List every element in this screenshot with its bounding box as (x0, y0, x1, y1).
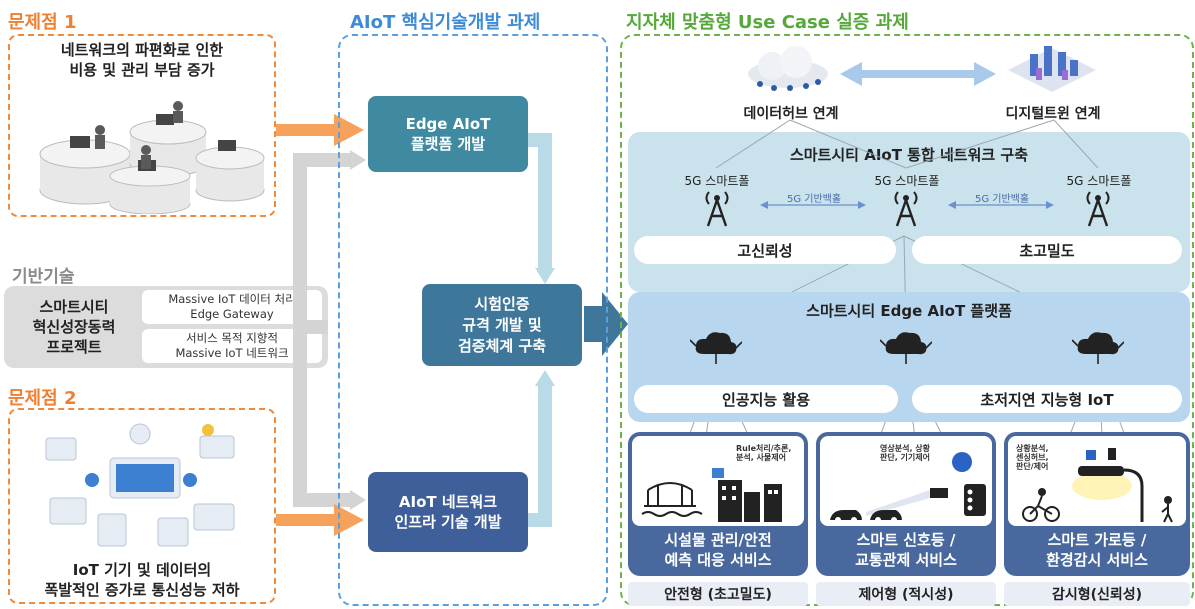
cloud-network-icon-1 (690, 332, 742, 364)
svc3-note-line3: 판단/제어 (1016, 462, 1049, 471)
problem2-text: IoT 기기 및 데이터의 폭발적인 증가로 통신성능 저하 (10, 560, 274, 600)
network-box-line2: 인프라 기술 개발 (394, 513, 502, 531)
svc1-label-line1: 시설물 관리/안전 (664, 531, 772, 549)
pill-ai: 인공지능 활용 (634, 385, 898, 413)
svc3-note-line2: 센싱허브, (1016, 453, 1049, 462)
smart-pole-label-2: 5G 스마트폴 (874, 174, 940, 188)
digital-twin-city-icon (1008, 46, 1096, 92)
iot-devices-illustration (45, 423, 235, 547)
problem2-text-line2: 폭발적인 증가로 통신성능 저하 (44, 581, 240, 599)
antenna-tower-icon-2 (894, 191, 918, 227)
backhaul-label-1: 5G 기반백홀 (786, 194, 842, 205)
edge-box-line2: 플랫폼 개발 (410, 135, 486, 153)
edge-box-line1: Edge AIoT (405, 115, 491, 133)
problem2-box: IoT 기기 및 데이터의 폭발적인 증가로 통신성능 저하 (8, 408, 276, 604)
svc1-note-line2: 분석, 사물제어 (736, 453, 786, 462)
service-box-traffic: 영상분석, 상황 판단, 기기제어 스마트 신호등 / 교통관제 서비스 (816, 432, 996, 576)
bidirectional-arrow-icon (840, 62, 996, 86)
test-box-line2: 규격 개발 및 (462, 315, 542, 334)
test-certification-box: 시험인증 규격 개발 및 검증체계 구축 (422, 284, 582, 366)
middle-frame (338, 34, 608, 606)
base-label-line3: 프로젝트 (46, 338, 102, 356)
service-box-streetlight: 상황분석, 센싱허브, 판단/제어 스마트 가로등 / 환경감시 서비스 (1004, 432, 1190, 576)
office-desks-illustration (39, 101, 265, 214)
service-traffic-illustration: 영상분석, 상황 판단, 기기제어 (820, 436, 992, 526)
pill-density: 초고밀도 (912, 236, 1182, 264)
smart-pole-label-1: 5G 스마트폴 (684, 174, 750, 188)
right-title: 지자체 맞춤형 Use Case 실증 과제 (626, 12, 909, 33)
middle-title: AIoT 핵심기술개발 과제 (350, 12, 541, 33)
svc2-label: 스마트 신호등 / 교통관제 서비스 (816, 530, 996, 570)
base-item-massive-iot-network: 서비스 목적 지향적 Massive IoT 네트워크 (142, 329, 322, 363)
base-tech-box: 스마트시티 혁신성장동력 프로젝트 Massive IoT 데이터 처리 Edg… (4, 286, 328, 368)
bridge-buildings-icon (641, 468, 782, 522)
svc2-tag: 제어형 (적시성) (816, 582, 996, 606)
cloud-data-hub-icon (748, 46, 828, 91)
digital-twin-label: 디지털트윈 연계 (1005, 106, 1101, 122)
antenna-tower-icon-1 (705, 191, 729, 227)
test-box-line1: 시험인증 (474, 294, 530, 313)
base-item2-line1: 서비스 목적 지향적 (186, 331, 278, 345)
base-item2-line2: Massive IoT 네트워크 (175, 346, 289, 360)
svc2-label-line1: 스마트 신호등 / (856, 531, 956, 549)
service-facility-illustration: Rule처리/추론, 분석, 사물제어 (632, 436, 804, 526)
svc1-tag: 안전형 (초고밀도) (628, 582, 808, 606)
base-item-edge-gateway: Massive IoT 데이터 처리 Edge Gateway (142, 290, 322, 324)
svc2-label-line2: 교통관제 서비스 (855, 551, 957, 569)
edge-aiot-platform-box: Edge AIoT 플랫폼 개발 (368, 96, 528, 172)
problem1-text-line1: 네트워크의 파편화로 인한 (60, 41, 224, 59)
svc3-tag: 감시형(신뢰성) (1004, 582, 1190, 606)
base-label-line1: 스마트시티 (39, 298, 109, 316)
svc3-label-line2: 환경감시 서비스 (1046, 551, 1148, 569)
antenna-tower-icon-3 (1086, 191, 1110, 227)
cloud-network-icon-3 (1072, 332, 1124, 364)
svc1-note-line1: Rule처리/추론, (736, 444, 792, 453)
pill-low-latency: 초저지연 지능형 IoT (912, 385, 1182, 413)
problem2-text-line1: IoT 기기 및 데이터의 (72, 561, 212, 579)
pill-reliability: 고신뢰성 (634, 236, 896, 264)
svc2-note-line1: 영상분석, 상황 (880, 444, 930, 453)
base-tech-title: 기반기술 (12, 267, 75, 287)
base-item1-line2: Edge Gateway (190, 307, 274, 321)
svc3-note-line1: 상황분석, (1016, 444, 1049, 453)
svc1-label: 시설물 관리/안전 예측 대응 서비스 (628, 530, 808, 570)
base-label-line2: 혁신성장동력 (32, 318, 116, 336)
service-box-facility: Rule처리/추론, 분석, 사물제어 시설물 관리/안전 예측 대응 서비스 (628, 432, 808, 576)
svc3-note: 상황분석, 센싱허브, 판단/제어 (1016, 444, 1048, 471)
streetlight-cyclist-icon (1022, 448, 1173, 523)
edge-platform-title: 스마트시티 Edge AIoT 플랫폼 (806, 302, 1012, 320)
base-tech-label: 스마트시티 혁신성장동력 프로젝트 (10, 292, 138, 362)
service-streetlight-illustration: 상황분석, 센싱허브, 판단/제어 (1008, 436, 1186, 526)
svc2-note-line2: 판단, 기기제어 (880, 453, 930, 462)
data-hub-label: 데이터허브 연계 (743, 106, 839, 122)
svc1-label-line2: 예측 대응 서비스 (664, 551, 772, 569)
problem1-text: 네트워크의 파편화로 인한 비용 및 관리 부담 증가 (10, 40, 274, 80)
aiot-network-infra-box: AIoT 네트워크 인프라 기술 개발 (368, 472, 528, 552)
problem1-title: 문제점 1 (8, 12, 77, 33)
smart-pole-label-3: 5G 스마트폴 (1066, 174, 1132, 188)
svc2-note: 영상분석, 상황 판단, 기기제어 (880, 444, 930, 462)
svc3-label: 스마트 가로등 / 환경감시 서비스 (1004, 530, 1190, 570)
base-item1-line1: Massive IoT 데이터 처리 (168, 292, 296, 306)
problem1-box: 네트워크의 파편화로 인한 비용 및 관리 부담 증가 (8, 34, 276, 217)
cloud-network-icon-2 (880, 332, 932, 364)
network-band-title: 스마트시티 AIoT 통합 네트워크 구축 (789, 146, 1029, 164)
test-box-line3: 검증체계 구축 (457, 336, 547, 355)
svc1-note: Rule처리/추론, 분석, 사물제어 (736, 444, 791, 462)
backhaul-label-2: 5G 기반백홀 (974, 194, 1030, 205)
problem1-text-line2: 비용 및 관리 부담 증가 (69, 61, 215, 79)
problem2-title: 문제점 2 (8, 388, 77, 409)
network-box-line1: AIoT 네트워크 (398, 493, 498, 511)
svc3-label-line1: 스마트 가로등 / (1047, 531, 1147, 549)
cars-signal-camera-icon (830, 452, 986, 523)
